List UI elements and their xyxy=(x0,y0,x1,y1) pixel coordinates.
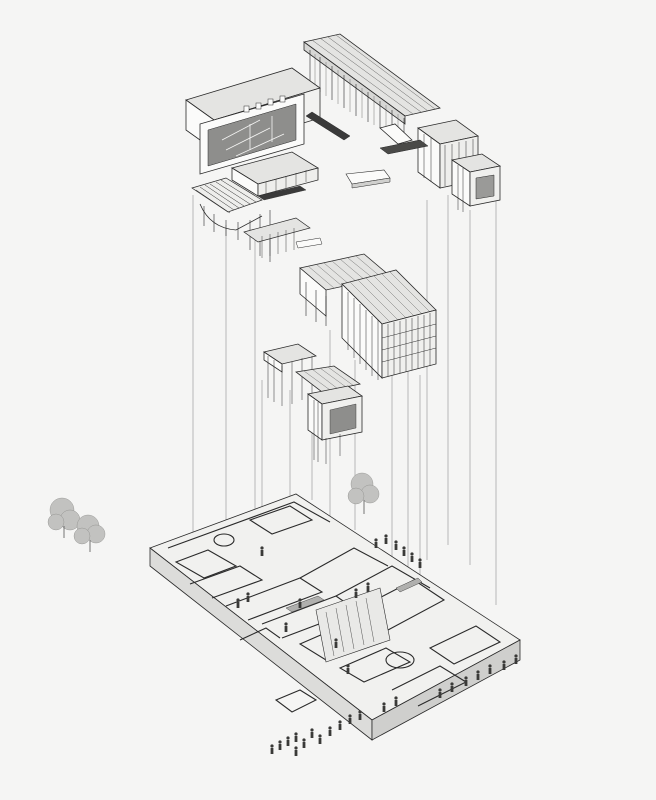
person-icon xyxy=(246,592,250,602)
person-icon xyxy=(438,688,442,698)
person-icon xyxy=(294,746,298,756)
lower-middle-pavilions xyxy=(263,343,363,464)
person-icon xyxy=(502,660,506,670)
person-icon xyxy=(358,710,362,720)
person-icon xyxy=(236,598,240,608)
person-icon xyxy=(348,714,352,724)
person-icon xyxy=(394,696,398,706)
tree-icon xyxy=(47,497,81,538)
upper-left-colonnade xyxy=(191,177,323,262)
upper-right-pavilion-roof xyxy=(303,33,441,145)
middle-louvered-block xyxy=(299,253,437,380)
ground-plan-ruins xyxy=(149,493,521,741)
person-icon xyxy=(476,670,480,680)
person-icon xyxy=(328,726,332,736)
right-tower-units xyxy=(417,119,502,212)
person-icon xyxy=(488,664,492,674)
person-icon xyxy=(284,622,288,632)
person-icon xyxy=(464,676,468,686)
person-icon xyxy=(354,588,358,598)
tree-icon xyxy=(73,514,106,552)
person-icon xyxy=(278,740,282,750)
person-icon xyxy=(402,546,406,556)
projection-guide-lines xyxy=(192,190,497,620)
person-icon xyxy=(298,598,302,608)
person-icon xyxy=(338,720,342,730)
person-icon xyxy=(294,732,298,742)
tree-icon xyxy=(347,472,380,514)
person-icon xyxy=(334,638,338,648)
person-icon xyxy=(514,654,518,664)
person-icon xyxy=(410,552,414,562)
person-icon xyxy=(318,734,322,744)
person-icon xyxy=(450,682,454,692)
crowd-figures xyxy=(236,534,518,756)
person-icon xyxy=(382,702,386,712)
person-icon xyxy=(260,546,264,556)
person-icon xyxy=(270,744,274,754)
person-icon xyxy=(346,664,350,674)
person-icon xyxy=(394,540,398,550)
person-icon xyxy=(418,558,422,568)
person-icon xyxy=(366,582,370,592)
upper-left-hall-section xyxy=(185,67,429,197)
person-icon xyxy=(310,728,314,738)
person-icon xyxy=(286,736,290,746)
person-icon xyxy=(374,538,378,548)
person-icon xyxy=(302,738,306,748)
person-icon xyxy=(384,534,388,544)
